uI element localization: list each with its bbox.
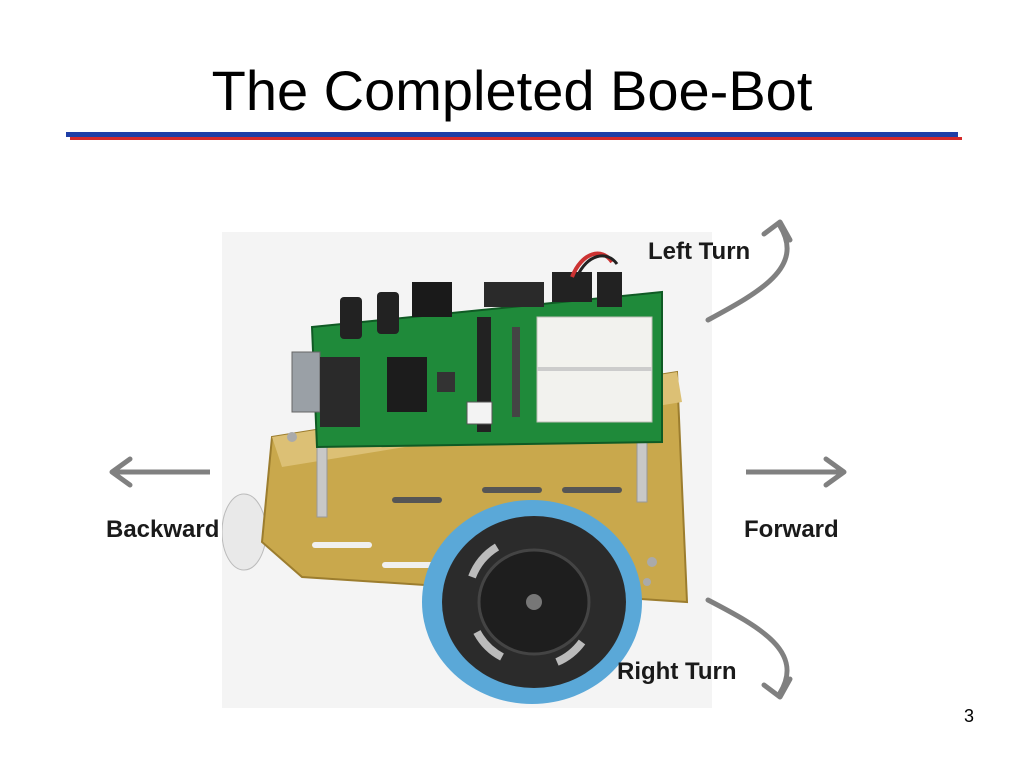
title-rule-red: [70, 137, 962, 140]
backward-arrow-icon: [109, 456, 210, 488]
left-turn-arrow-icon: [705, 219, 793, 323]
forward-label: Forward: [744, 516, 839, 543]
backward-label: Backward: [106, 516, 220, 543]
page-number: 3: [963, 706, 974, 726]
left-turn-label: Left Turn: [648, 238, 751, 265]
drive-wheel: [422, 500, 642, 704]
right-turn-arrow-icon: [705, 597, 793, 700]
forward-arrow-icon: [746, 456, 847, 488]
boe-bot-photo: [222, 232, 712, 708]
title-rule-blue: [66, 132, 958, 137]
slide-title: The Completed Boe-Bot: [211, 59, 813, 122]
right-turn-label: Right Turn: [617, 658, 737, 685]
